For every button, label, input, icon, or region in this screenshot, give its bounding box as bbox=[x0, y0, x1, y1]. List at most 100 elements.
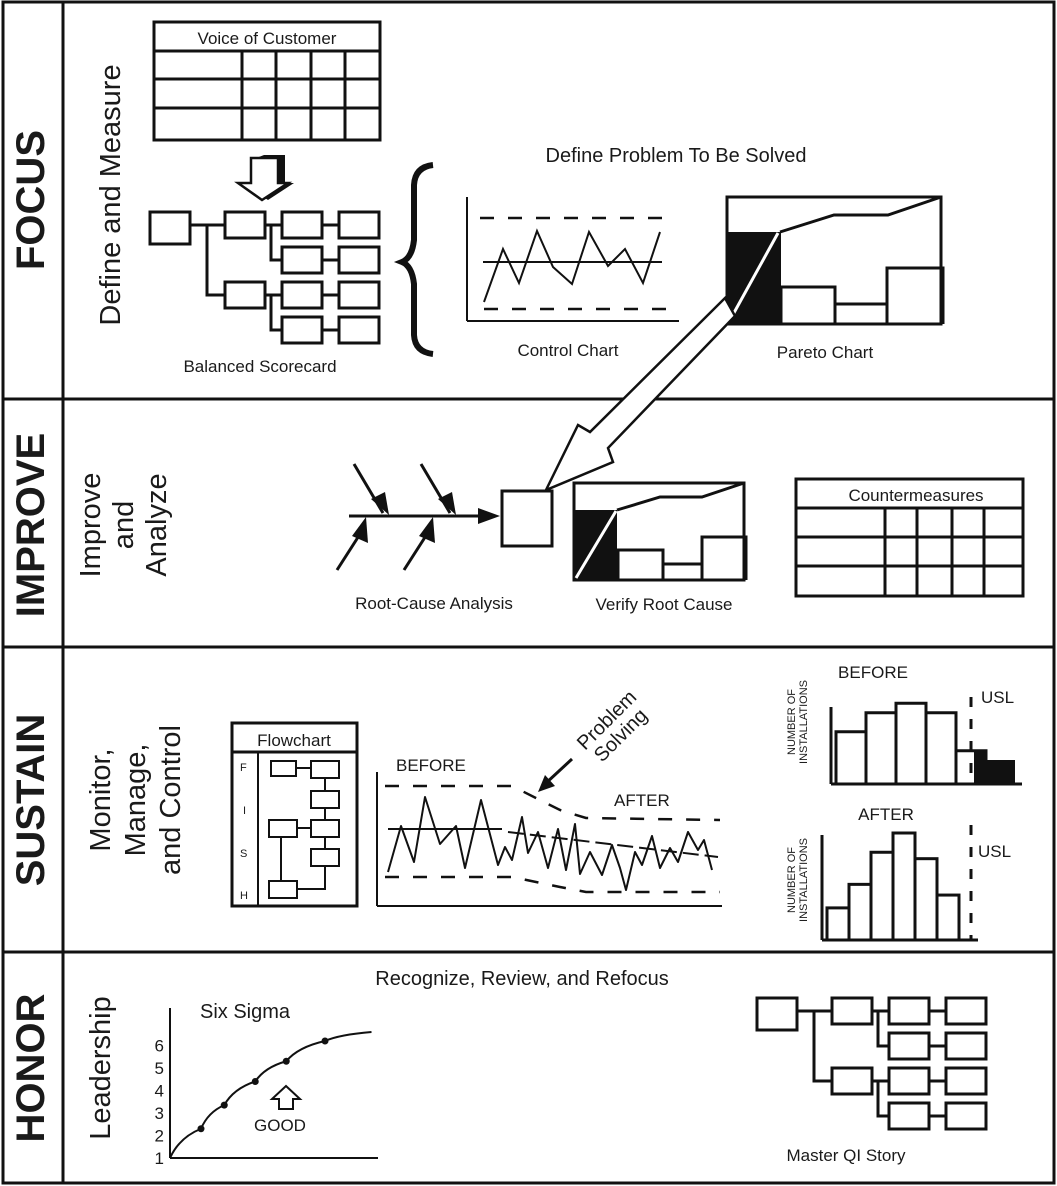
root-cause-box bbox=[500, 489, 554, 548]
tree-connector bbox=[269, 295, 282, 332]
tree-node bbox=[830, 1066, 874, 1096]
hist-defect-bar bbox=[985, 760, 1015, 784]
phase-subtitle-improve-1: Improve bbox=[75, 473, 107, 578]
pareto-chart: Pareto Chart bbox=[725, 195, 945, 362]
before-after-run-chart: BEFORE AFTER Problem Solving bbox=[376, 686, 722, 907]
data-point bbox=[197, 1125, 205, 1133]
phase-subtitle-improve-3: Analyze bbox=[141, 473, 173, 576]
tree-node bbox=[887, 1101, 931, 1131]
voice-of-customer-table: Voice of Customer bbox=[152, 20, 382, 142]
balanced-scorecard-tree bbox=[148, 210, 381, 345]
tree-node bbox=[280, 210, 324, 240]
hist-bar bbox=[913, 857, 939, 942]
tree-node bbox=[944, 1031, 988, 1061]
phase-title-improve: IMPROVE bbox=[9, 433, 53, 617]
phase-subtitle-sustain-3: and Control bbox=[155, 725, 187, 875]
histogram-after: AFTER NUMBER OF INSTALLATIONS USL bbox=[786, 805, 1011, 942]
phase-subtitle-sustain-2: Manage, bbox=[120, 744, 152, 857]
lane-label: F bbox=[240, 762, 247, 774]
tree-connector bbox=[876, 1081, 889, 1118]
tree-node bbox=[280, 315, 324, 345]
good-label: GOOD bbox=[254, 1116, 306, 1135]
master-qi-story-tree bbox=[755, 996, 988, 1131]
tree-node bbox=[337, 210, 381, 240]
tree-node bbox=[887, 996, 931, 1026]
hist-bar bbox=[869, 850, 895, 942]
lane-label: I bbox=[243, 805, 246, 817]
master-qi-story-label: Master QI Story bbox=[786, 1146, 906, 1165]
hist-defect-bar bbox=[974, 751, 986, 784]
tree-node bbox=[337, 315, 381, 345]
tree-node bbox=[280, 245, 324, 275]
hist-after-title: AFTER bbox=[858, 805, 914, 824]
brace-icon bbox=[393, 162, 434, 357]
hist-bar bbox=[864, 711, 898, 786]
hist-bar bbox=[894, 701, 928, 786]
hist-before-ylabel-1: NUMBER OF bbox=[786, 689, 798, 755]
tree-connector bbox=[876, 1011, 889, 1048]
hist-after-ylabel-2: INSTALLATIONS bbox=[798, 838, 810, 922]
phase-title-honor: HONOR bbox=[9, 993, 53, 1142]
define-problem-label: Define Problem To Be Solved bbox=[546, 145, 807, 167]
data-point bbox=[321, 1037, 329, 1045]
tree-connector bbox=[269, 225, 282, 262]
hist-bar bbox=[834, 730, 868, 786]
phase-subtitle-sustain-1: Monitor, bbox=[85, 748, 117, 851]
hist-before-title: BEFORE bbox=[838, 663, 908, 682]
hist-after-usl-label: USL bbox=[978, 842, 1011, 861]
tree-node bbox=[337, 280, 381, 310]
balanced-scorecard-label: Balanced Scorecard bbox=[183, 357, 336, 376]
histogram-before: BEFORE NUMBER OF INSTALLATIONS USL bbox=[786, 663, 1022, 786]
hist-before-ylabel-2: INSTALLATIONS bbox=[798, 680, 810, 764]
tree-node bbox=[944, 1066, 988, 1096]
hist-after-ylabel-1: NUMBER OF bbox=[786, 847, 798, 913]
tree-connector bbox=[812, 1011, 832, 1083]
y-tick-label: 5 bbox=[155, 1059, 164, 1078]
six-sigma-label: Six Sigma bbox=[200, 1001, 291, 1023]
hist-bar bbox=[924, 711, 958, 786]
control-chart-label: Control Chart bbox=[517, 341, 618, 360]
fishbone-diagram bbox=[335, 463, 500, 571]
hist-bar bbox=[847, 882, 873, 942]
lane-label: H bbox=[240, 890, 248, 902]
down-arrow-icon bbox=[234, 155, 294, 202]
verify-root-cause-label: Verify Root Cause bbox=[595, 595, 732, 614]
phase-title-focus: FOCUS bbox=[9, 130, 53, 270]
phase-subtitle-improve-2: and bbox=[108, 501, 140, 549]
control-chart: Control Chart bbox=[466, 197, 679, 360]
root-cause-label: Root-Cause Analysis bbox=[355, 594, 513, 613]
phase-subtitle-focus: Define and Measure bbox=[95, 64, 127, 325]
y-tick-label: 4 bbox=[155, 1082, 164, 1101]
tree-node bbox=[337, 245, 381, 275]
tree-node bbox=[280, 280, 324, 310]
tree-node bbox=[755, 996, 799, 1032]
pareto-chart-label: Pareto Chart bbox=[777, 343, 874, 362]
y-tick-label: 6 bbox=[155, 1037, 164, 1056]
hollow-arrow-icon bbox=[543, 295, 737, 493]
y-tick-label: 3 bbox=[155, 1104, 164, 1123]
voc-table-title: Voice of Customer bbox=[198, 29, 337, 48]
data-point bbox=[220, 1101, 228, 1109]
y-tick-label: 2 bbox=[155, 1127, 164, 1146]
phase-title-sustain: SUSTAIN bbox=[9, 714, 53, 887]
tree-node bbox=[223, 280, 267, 310]
phase-subtitle-honor: Leadership bbox=[85, 996, 117, 1140]
run-chart-after-label: AFTER bbox=[614, 791, 670, 810]
hist-bar bbox=[891, 831, 917, 942]
run-chart-before-label: BEFORE bbox=[396, 756, 466, 775]
tree-node bbox=[830, 996, 874, 1026]
honor-heading: Recognize, Review, and Refocus bbox=[375, 968, 669, 990]
tree-node bbox=[887, 1031, 931, 1061]
six-sigma-curve bbox=[169, 1031, 372, 1159]
tree-node bbox=[887, 1066, 931, 1096]
countermeasures-title: Countermeasures bbox=[848, 486, 983, 505]
hist-bar bbox=[825, 906, 851, 942]
data-point bbox=[282, 1057, 290, 1065]
hist-before-usl-label: USL bbox=[981, 688, 1014, 707]
tree-node bbox=[148, 210, 192, 246]
hist-bar bbox=[935, 893, 961, 942]
flowchart-title: Flowchart bbox=[257, 731, 331, 750]
data-point bbox=[251, 1078, 259, 1085]
